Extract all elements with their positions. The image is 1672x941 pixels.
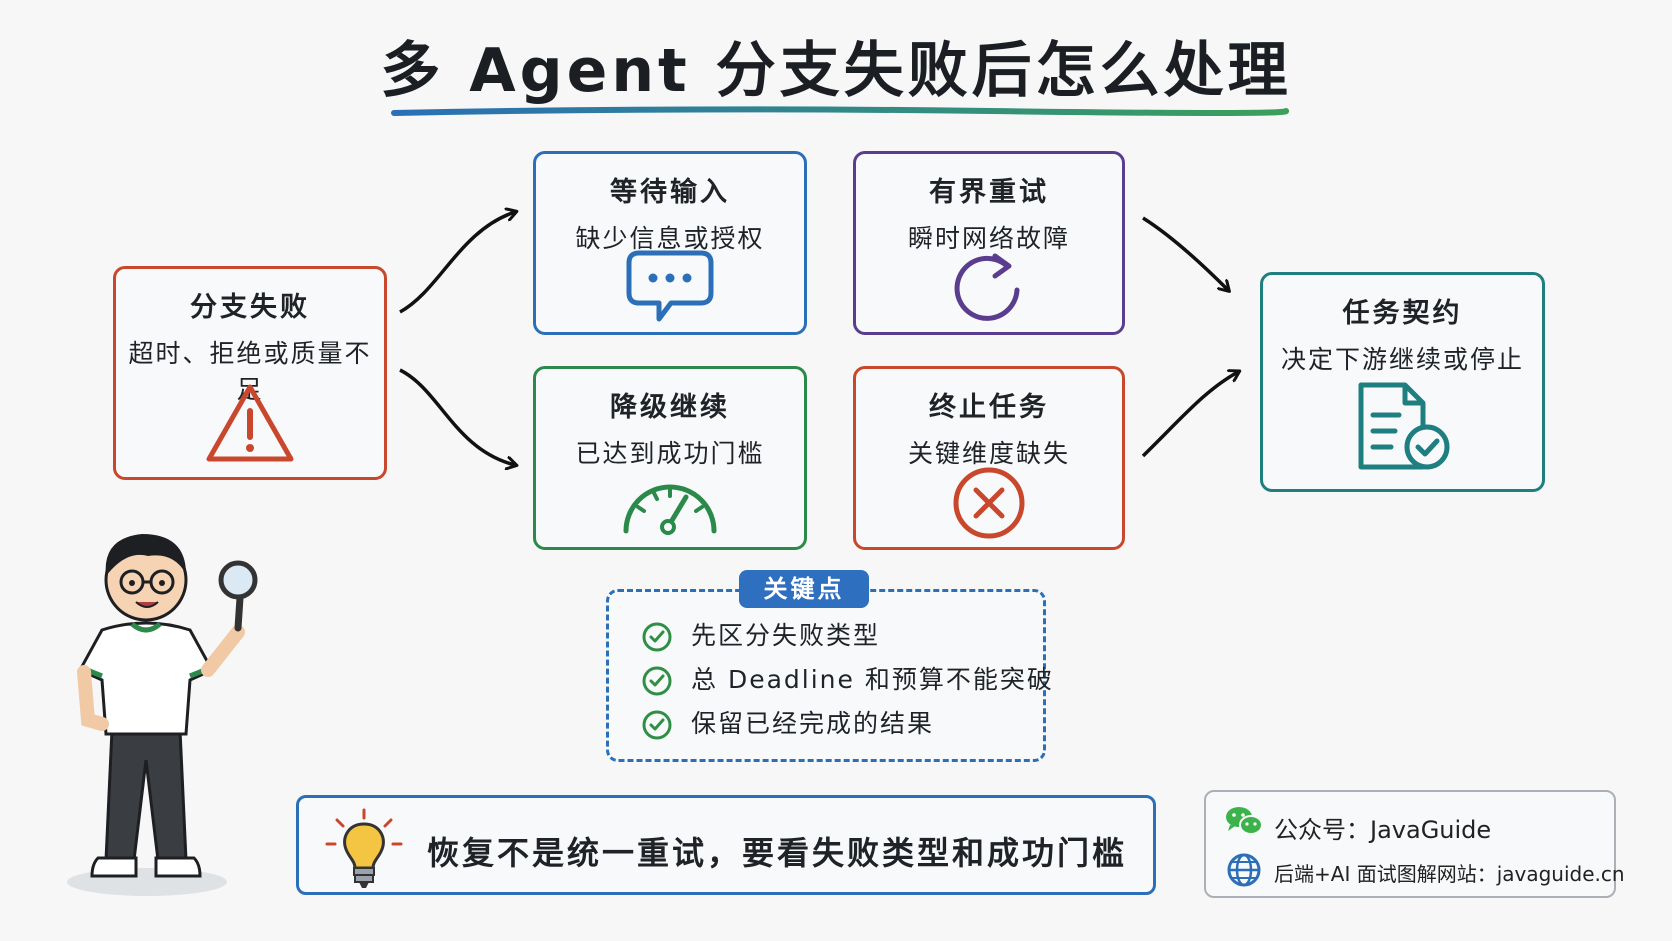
box-title: 分支失败	[190, 292, 310, 323]
gauge-icon	[623, 484, 717, 535]
box-title: 任务契约	[1342, 298, 1463, 329]
bottom-note-text: 恢复不是统一重试，要看失败类型和成功门槛	[427, 834, 1128, 872]
check-circle-icon	[642, 622, 672, 652]
arrow-to-wait-input	[399, 212, 515, 314]
key-points-box: 关键点 先区分失败类型 总 Deadline 和预算不能突破 保留已经完成的结果	[606, 570, 1052, 762]
wechat-icon	[1226, 807, 1263, 835]
page-title: 多 Agent 分支失败后怎么处理	[380, 36, 1292, 106]
globe-icon	[1227, 853, 1261, 887]
arrow-to-degrade	[399, 368, 515, 465]
box-title: 终止任务	[929, 392, 1049, 423]
wechat-account-text: 公众号：JavaGuide	[1274, 816, 1492, 844]
bottom-note-box: 恢复不是统一重试，要看失败类型和成功门槛	[296, 795, 1156, 895]
key-point-text: 保留已经完成的结果	[691, 709, 935, 738]
box-title: 降级继续	[610, 392, 730, 423]
lightbulb-icon	[325, 808, 403, 888]
character-illustration	[67, 534, 258, 896]
box-title: 有界重试	[929, 177, 1049, 208]
document-check-icon	[1358, 382, 1449, 470]
arrow-from-retry	[1142, 216, 1228, 290]
box-task-contract: 任务契约 决定下游继续或停止	[1260, 272, 1545, 492]
check-circle-icon	[642, 710, 672, 740]
box-terminate-task: 终止任务 关键维度缺失	[853, 366, 1125, 550]
box-subtitle: 决定下游继续或停止	[1280, 345, 1524, 374]
key-point-text: 总 Deadline 和预算不能突破	[691, 665, 1054, 694]
info-box: 公众号：JavaGuide 后端+AI 面试图解网站：javaguide.cn	[1204, 790, 1625, 898]
box-bounded-retry: 有界重试 瞬时网络故障	[853, 151, 1125, 335]
box-subtitle: 已达到成功门槛	[575, 439, 765, 468]
box-branch-failure: 分支失败 超时、拒绝或质量不足	[113, 266, 387, 480]
box-degrade-continue: 降级继续 已达到成功门槛	[533, 366, 807, 550]
box-subtitle: 关键维度缺失	[907, 439, 1070, 468]
refresh-icon	[954, 253, 1020, 321]
box-subtitle: 缺少信息或授权	[575, 224, 765, 253]
box-title: 等待输入	[610, 177, 730, 208]
title-underline	[391, 106, 1290, 116]
check-circle-icon	[642, 666, 672, 696]
box-wait-input: 等待输入 缺少信息或授权	[533, 151, 807, 335]
key-point-text: 先区分失败类型	[691, 621, 881, 650]
website-link[interactable]: 后端+AI 面试图解网站：javaguide.cn	[1274, 862, 1625, 886]
chat-bubble-icon	[626, 250, 714, 322]
key-points-tag: 关键点	[739, 570, 869, 608]
arrow-from-terminate	[1141, 372, 1238, 458]
box-subtitle: 瞬时网络故障	[907, 224, 1070, 253]
warning-icon	[206, 384, 294, 462]
cancel-circle-icon	[953, 467, 1025, 539]
